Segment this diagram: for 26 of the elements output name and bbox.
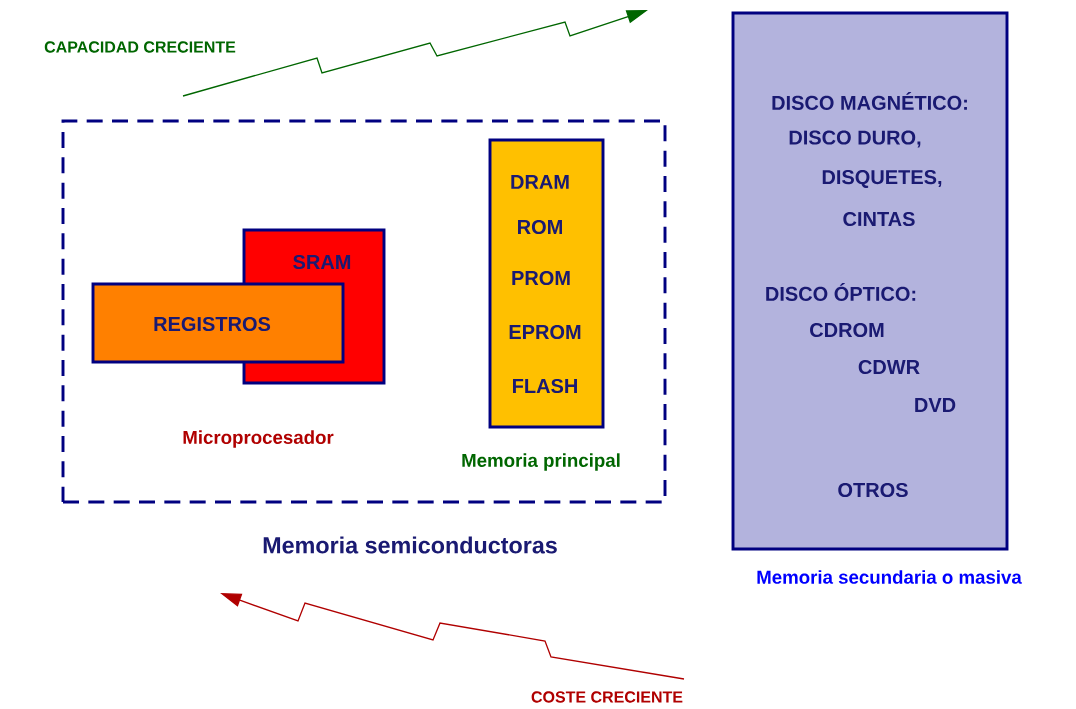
box-label: DISQUETES, xyxy=(822,170,942,188)
box-label: SRAM xyxy=(293,254,351,270)
box-label: CINTAS xyxy=(843,211,915,227)
box-label: DISCO MAGNÉTICO: xyxy=(772,92,967,110)
box-label: DRAM xyxy=(511,175,569,189)
box-label: ROM xyxy=(518,219,562,235)
arrow-caption: CAPACIDAD CRECIENTE xyxy=(44,41,236,53)
box-label: CDWR xyxy=(858,359,920,375)
box-label: OTROS xyxy=(838,482,908,498)
box-caption: Memoria secundaria o masiva xyxy=(757,570,1022,584)
box-label: EPROM xyxy=(509,324,581,340)
storage-panel xyxy=(731,11,1009,551)
arrow-caption: COSTE CRECIENTE xyxy=(531,691,683,703)
box-label: FLASH xyxy=(513,378,577,394)
region-heading: Memoria semiconductoras xyxy=(263,536,557,554)
box-label: PROM xyxy=(512,270,570,286)
box-label: DISCO ÓPTICO: xyxy=(766,283,916,301)
box-label: DVD xyxy=(915,398,956,412)
box-label: CDROM xyxy=(810,322,884,338)
box-caption: Memoria principal xyxy=(462,453,620,471)
box-label: DISCO DURO, xyxy=(789,130,921,148)
register-box xyxy=(91,282,345,364)
box-label: REGISTROS xyxy=(154,316,271,332)
group-caption: Microprocesador xyxy=(183,430,334,448)
memory-box xyxy=(488,138,605,429)
dashed-region xyxy=(61,119,667,504)
